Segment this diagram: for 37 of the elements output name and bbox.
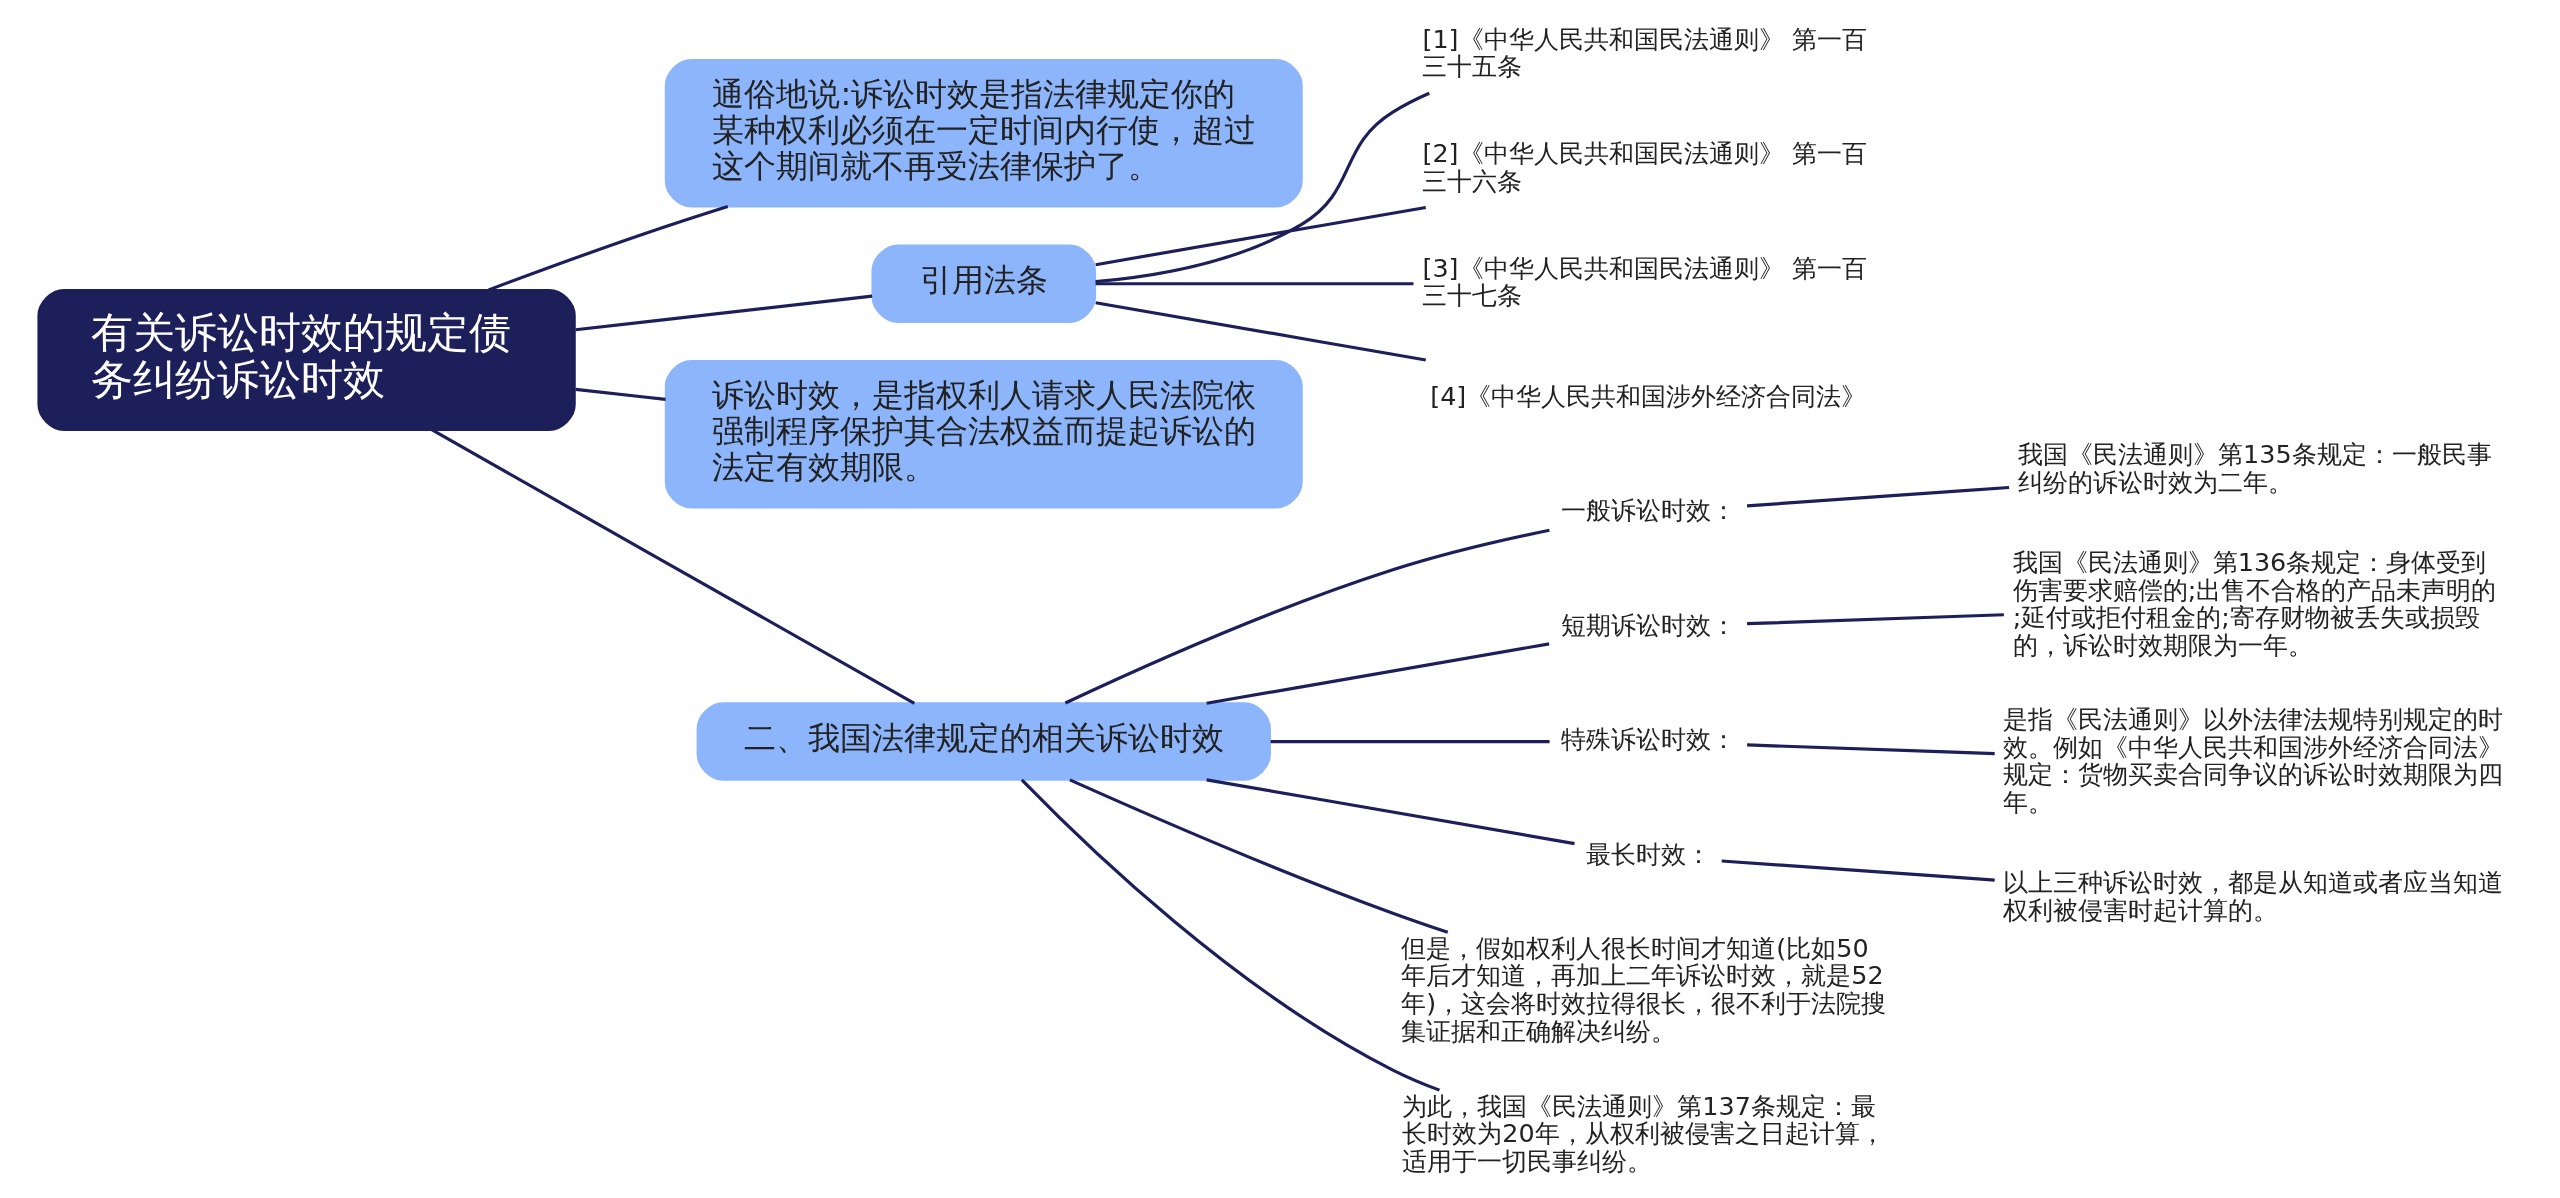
node-box: 二、我国法律规定的相关诉讼时效 — [696, 702, 1271, 781]
connector — [1064, 528, 1550, 705]
node-text: 最长时效： — [1585, 838, 1711, 869]
node-box: 诉讼时效，是指权利人请求人民法院依强制程序保护其合法权益而提起诉讼的法定有效期限。 — [664, 360, 1303, 509]
node-box: 有关诉讼时效的规定债务纠纷诉讼时效 — [36, 289, 576, 432]
connector — [1746, 743, 1995, 756]
node-text: 为此，我国《民法通则》第137条规定：最长时效为20年，从权利被侵害之日起计算，适用于一切民事纠纷。 — [1401, 1090, 1885, 1176]
connector — [1068, 778, 1448, 934]
connector — [1746, 485, 2009, 508]
node-text: 但是，假如权利人很长时间才知道(比如50年后才知道，再加上二年诉讼时效，就是52年)，这会将时效拉得很长，很不利于法院搜集证据和正确解决纠纷。 — [1400, 932, 1886, 1046]
connector — [1205, 642, 1549, 705]
connector — [1094, 205, 1426, 267]
connector — [1095, 282, 1413, 286]
connector — [1270, 739, 1550, 744]
node-text: 我国《民法通则》第136条规定：身体受到伤害要求赔偿的;出售不合格的产品未声明的;延付或拒付租金的;寄存财物被丢失或损毁的，诉讼时效期限为一年。 — [2012, 547, 2496, 660]
node-text: 短期诉讼时效： — [1560, 609, 1736, 640]
node-text: [1]《中华人民共和国民法通则》 第一百三十五条 — [1422, 23, 1867, 82]
connector — [1205, 778, 1575, 846]
node-text: 以上三种诉讼时效，都是从知道或者应当知道权利被侵害时起计算的。 — [2002, 867, 2503, 925]
node-text: 一般诉讼时效： — [1560, 495, 1736, 526]
node-box: 引用法条 — [870, 244, 1096, 323]
connector — [1746, 613, 2004, 626]
connector — [574, 294, 872, 332]
connector — [487, 204, 728, 292]
node-text: [2]《中华人民共和国民法通则》 第一百三十六条 — [1422, 138, 1867, 196]
connector — [430, 428, 915, 705]
connector — [1094, 91, 1430, 284]
node-text: 特殊诉讼时效： — [1560, 724, 1736, 755]
node-text: [3]《中华人民共和国民法通则》 第一百三十七条 — [1422, 252, 1867, 311]
node-box: 通俗地说:诉讼时效是指法律规定你的某种权利必须在一定时间内行使，超过这个期间就不再受法律保护了。 — [664, 59, 1303, 208]
connector — [1020, 778, 1440, 1092]
connector — [1721, 859, 1995, 882]
connector — [1094, 301, 1426, 362]
node-text: 是指《民法通则》以外法律法规特别规定的时效。例如《中华人民共和国涉外经济合同法》规定：货物买卖合同争议的诉讼时效期限为四年。 — [2002, 703, 2503, 817]
node-text: 我国《民法通则》第135条规定：一般民事纠纷的诉讼时效为二年。 — [2017, 439, 2492, 497]
node-text: [4]《中华人民共和国涉外经济合同法》 — [1429, 380, 1866, 411]
connector — [574, 387, 666, 401]
